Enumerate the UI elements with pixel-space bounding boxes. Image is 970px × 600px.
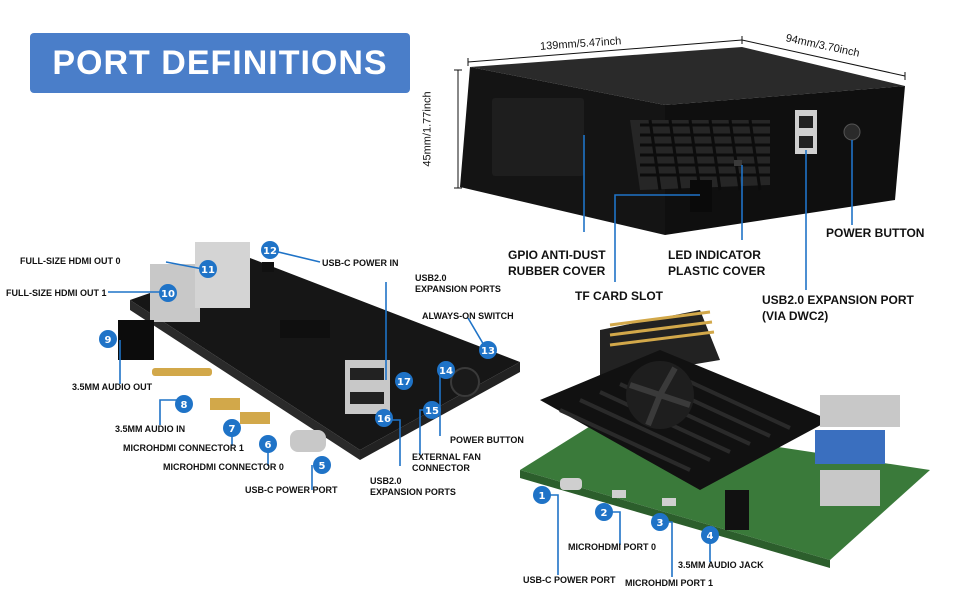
callout-5-number: 5 (319, 461, 326, 472)
case-power-button-icon (843, 123, 861, 141)
label-led-cover-line1: LED INDICATOR (668, 248, 761, 262)
label-usb-dwc2-line2: (VIA DWC2) (762, 309, 829, 323)
label-usb-dwc2: USB2.0 EXPANSION PORT (VIA DWC2) (762, 292, 914, 324)
callout-8: 8 (175, 395, 193, 413)
callout-15-number: 15 (425, 406, 439, 417)
callout-3-number: 3 (657, 518, 664, 529)
callout-6: 6 (259, 435, 277, 453)
callout-9-number: 9 (105, 335, 112, 346)
label-gpio-cover: GPIO ANTI-DUST RUBBER COVER (508, 247, 606, 279)
callout-4: 4 (701, 526, 719, 544)
label-pi-audio-jack: 3.5MM AUDIO JACK (678, 560, 764, 570)
page-title: PORT DEFINITIONS (52, 43, 388, 82)
label-hdmi-out-0: FULL-SIZE HDMI OUT 0 (20, 256, 121, 266)
callout-6-number: 6 (265, 440, 272, 451)
callout-9: 9 (99, 330, 117, 348)
label-usb2-bottom-line1: USB2.0 (370, 476, 402, 486)
label-pi-microhdmi-0: MICROHDMI PORT 0 (568, 542, 657, 552)
pi-microhdmi-0 (612, 490, 626, 498)
callout-13: 13 (479, 341, 497, 359)
gpio-rubber-cover (492, 98, 584, 176)
callout-15: 15 (423, 401, 441, 419)
label-usb2-bottom-line2: EXPANSION PORTS (370, 487, 456, 497)
label-usb2-top-line2: EXPANSION PORTS (415, 284, 501, 294)
callout-10-number: 10 (161, 289, 175, 300)
callout-2-number: 2 (601, 508, 608, 519)
pi-usbc-port (560, 478, 582, 490)
pi-microhdmi-1 (662, 498, 676, 506)
callout-10: 10 (159, 284, 177, 302)
callout-4-number: 4 (707, 531, 714, 542)
label-pi-usbc: USB-C POWER PORT (523, 575, 616, 585)
label-fan-connector: EXTERNAL FAN CONNECTOR (412, 452, 481, 474)
audio-in-plug (152, 368, 212, 376)
usbc-power-plug (290, 430, 326, 452)
callout-7: 7 (223, 419, 241, 437)
dimension-lines (454, 36, 906, 189)
label-fan-line2: CONNECTOR (412, 463, 470, 473)
label-audio-in: 3.5MM AUDIO IN (115, 424, 186, 434)
title-badge: PORT DEFINITIONS (30, 33, 410, 93)
label-usbc-power-port: USB-C POWER PORT (245, 485, 338, 495)
label-hdmi-out-1: FULL-SIZE HDMI OUT 1 (6, 288, 107, 298)
case-vent-grille (630, 119, 770, 191)
callout-3: 3 (651, 513, 669, 531)
callout-14: 14 (437, 361, 455, 379)
label-audio-out: 3.5MM AUDIO OUT (72, 382, 153, 392)
callout-5: 5 (313, 456, 331, 474)
callout-13-number: 13 (481, 346, 495, 357)
callouts: 1 2 3 4 5 6 7 8 9 10 11 12 13 14 15 16 1… (99, 241, 719, 544)
label-led-cover-line2: PLASTIC COVER (668, 264, 766, 278)
callout-17-number: 17 (397, 377, 411, 388)
callout-17: 17 (395, 372, 413, 390)
label-led-cover: LED INDICATOR PLASTIC COVER (668, 247, 765, 279)
label-fan-line1: EXTERNAL FAN (412, 452, 481, 462)
label-case-power-button: POWER BUTTON (826, 226, 925, 240)
dimension-height: 45mm/1.77inch (421, 91, 434, 167)
callout-2: 2 (595, 503, 613, 521)
microhdmi-plug-0 (240, 412, 270, 424)
callout-1: 1 (533, 486, 551, 504)
label-gpio-cover-line2: RUBBER COVER (508, 264, 606, 278)
callout-12-number: 12 (263, 246, 277, 257)
label-microhdmi-1: MICROHDMI CONNECTOR 1 (123, 443, 244, 453)
label-usbc-power-in: USB-C POWER IN (322, 258, 399, 268)
label-usb-dwc2-line1: USB2.0 EXPANSION PORT (762, 293, 914, 307)
tf-card-slot (690, 180, 712, 212)
callout-14-number: 14 (439, 366, 453, 377)
callout-1-number: 1 (539, 491, 546, 502)
pi-ethernet-port (820, 395, 900, 427)
raspberry-pi-illustration (520, 310, 930, 568)
label-usb2-bottom: USB2.0 EXPANSION PORTS (370, 476, 456, 498)
usbc-power-in-socket (262, 262, 274, 272)
callout-7-number: 7 (229, 424, 236, 435)
callout-11-number: 11 (201, 265, 215, 276)
case-illustration (460, 47, 905, 235)
pi-usb3-ports (815, 430, 885, 464)
callout-16-number: 16 (377, 414, 391, 425)
label-gpio-cover-line1: GPIO ANTI-DUST (508, 248, 606, 262)
label-board-power-button: POWER BUTTON (450, 435, 524, 445)
pi-usb2-ports (820, 470, 880, 506)
label-usb2-top: USB2.0 EXPANSION PORTS (415, 273, 501, 295)
callout-12: 12 (261, 241, 279, 259)
board-power-button-icon (450, 367, 480, 397)
microhdmi-plug-1 (210, 398, 240, 410)
callout-16: 16 (375, 409, 393, 427)
label-tf-card-slot: TF CARD SLOT (575, 289, 663, 303)
label-always-on-switch: ALWAYS-ON SWITCH (422, 311, 514, 321)
label-pi-microhdmi-1: MICROHDMI PORT 1 (625, 578, 714, 588)
case-top (470, 47, 905, 105)
label-usb2-top-line1: USB2.0 (415, 273, 447, 283)
pi-audio-jack (725, 490, 749, 530)
pi-heatsink (540, 350, 830, 490)
audio-out-jack (118, 320, 154, 360)
callout-8-number: 8 (181, 400, 188, 411)
led-indicator-cover (734, 160, 742, 166)
label-microhdmi-0: MICROHDMI CONNECTOR 0 (163, 462, 284, 472)
callout-11: 11 (199, 260, 217, 278)
